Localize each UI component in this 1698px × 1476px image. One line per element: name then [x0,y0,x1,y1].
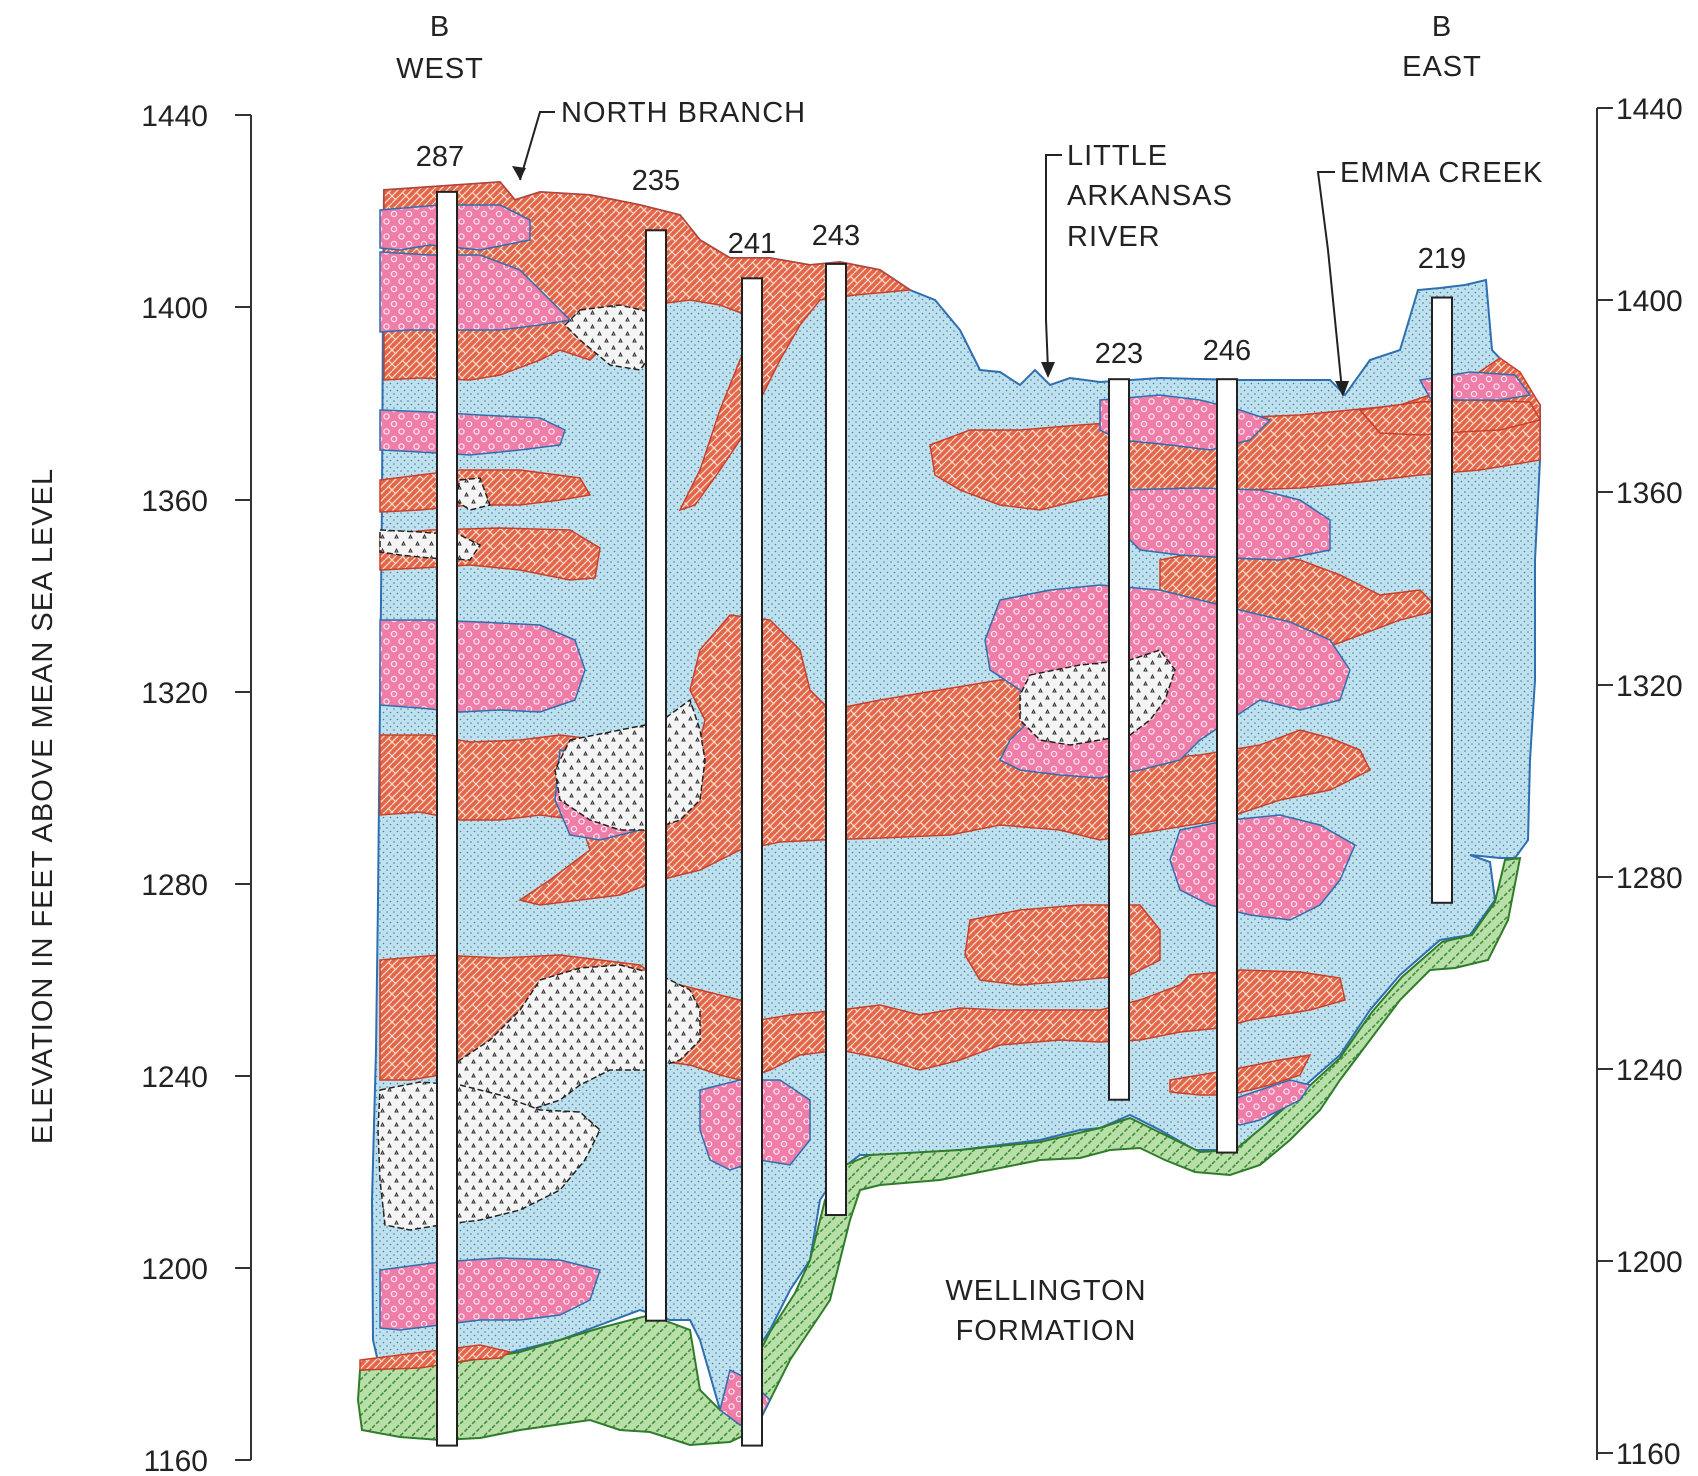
well-bore-223 [1109,379,1129,1100]
well-bore-219 [1432,298,1452,903]
well-label-241: 241 [728,228,776,260]
formation-label-2: FORMATION [956,1315,1137,1347]
well-label-223: 223 [1095,338,1143,370]
tick-label: 1240 [141,1061,208,1094]
east-direction: EAST [1402,51,1482,83]
tick-label: 1200 [1616,1246,1683,1279]
tick-label: 1280 [1616,862,1683,895]
tick-label: 1320 [1616,670,1683,703]
little-arkansas-label-2: ARKANSAS [1067,180,1233,212]
west-letter: B [430,11,450,43]
emma-creek-label: EMMA CREEK [1340,157,1543,189]
west-direction: WEST [396,53,484,85]
well-bore-246 [1217,379,1237,1152]
formation-label-1: WELLINGTON [945,1275,1146,1307]
well-bore-287 [437,192,457,1446]
tick-label: 1400 [141,292,208,325]
well-bore-241 [742,278,762,1445]
well-bore-243 [826,264,846,1215]
east-letter: B [1432,11,1452,43]
well-label-246: 246 [1203,335,1251,367]
well-label-243: 243 [812,220,860,252]
well-label-235: 235 [632,165,680,197]
tick-label: 1440 [141,100,208,133]
tick-label: 1320 [141,677,208,710]
right-axis-labels: 1440 1400 1360 1320 1280 1240 1200 1160 [1616,93,1683,1471]
y-axis-title: ELEVATION IN FEET ABOVE MEAN SEA LEVEL [27,468,59,1144]
tick-label: 1240 [1616,1054,1683,1087]
left-axis [235,115,251,1460]
well-label-219: 219 [1418,243,1466,275]
tick-label: 1360 [141,485,208,518]
little-arkansas-label-3: RIVER [1067,221,1161,253]
tick-label: 1360 [1616,477,1683,510]
right-axis [1597,108,1613,1460]
tick-label: 1280 [141,869,208,902]
tick-label: 1440 [1616,93,1683,126]
tick-label: 1160 [143,1445,208,1476]
well-bore-235 [646,230,666,1320]
tick-label: 1200 [141,1253,208,1286]
well-label-287: 287 [416,141,464,173]
north-branch-label: NORTH BRANCH [561,97,806,129]
tick-label: 1160 [1616,1438,1681,1471]
tick-label: 1400 [1616,285,1683,318]
left-axis-labels: 1440 1400 1360 1320 1280 1240 1200 1160 [141,100,208,1476]
little-arkansas-label-1: LITTLE [1067,140,1168,172]
